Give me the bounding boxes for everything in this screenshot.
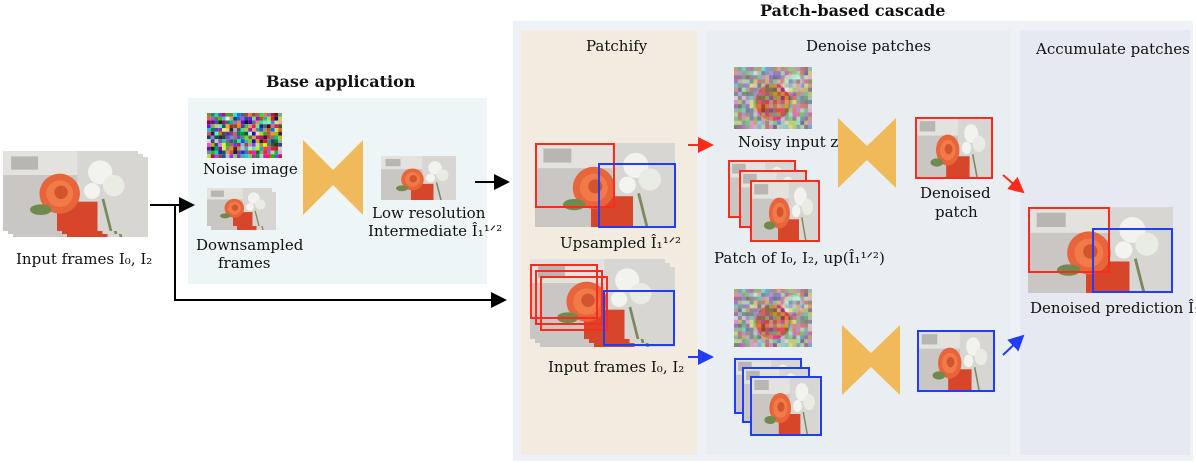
rose-photo-icon — [917, 330, 995, 392]
intermediate-label: Intermediate Î₁¹ᐟ² — [368, 222, 503, 240]
denoise-title: Denoise patches — [806, 37, 931, 55]
rose-photo-icon — [915, 117, 993, 179]
blue-patch-frame — [917, 330, 995, 392]
blue-patch-frame — [603, 290, 675, 346]
red-patch-frame — [750, 180, 820, 242]
input-frames-mid-label: Input frames I₀, I₂ — [548, 358, 685, 376]
bowtie-network-icon — [838, 118, 896, 188]
rose-photo-icon — [381, 156, 456, 200]
noisy-patch-icon — [734, 67, 812, 129]
patch-of-label: Patch of I₀, I₂, up(Î₁¹ᐟ²) — [714, 249, 885, 267]
noisy-input-label: Noisy input zₜ — [738, 133, 843, 151]
red-patch-frame — [540, 276, 608, 331]
rose-photo-icon — [3, 151, 138, 231]
bowtie-network-icon — [303, 140, 363, 215]
red-patch-frame — [535, 270, 603, 325]
cascade-title: Patch-based cascade — [760, 1, 946, 20]
patchify-title: Patchify — [586, 37, 648, 55]
blue-patch-frame — [1092, 228, 1173, 293]
denoised-prediction-label: Denoised prediction Î₁ — [1030, 299, 1196, 317]
red-patch-frame — [535, 143, 615, 208]
denoised-label: Denoised — [920, 184, 991, 202]
red-patch-frame — [1028, 207, 1110, 273]
bowtie-network-icon — [842, 325, 900, 395]
red-patch-frame — [915, 117, 993, 179]
blue-patch-frame — [598, 163, 676, 228]
rose-photo-icon — [535, 143, 675, 227]
downsampled-label: Downsampled — [196, 236, 304, 254]
noise-image-label: Noise image — [203, 160, 298, 178]
upsampled-label: Upsampled Î₁¹ᐟ² — [560, 234, 682, 252]
patchify-panel — [521, 30, 697, 455]
rose-photo-icon — [750, 180, 820, 242]
patch-label: patch — [935, 203, 978, 221]
noisy-patch-icon — [734, 289, 812, 347]
rose-photo-icon — [750, 376, 822, 436]
noise-image-icon — [207, 113, 282, 158]
low-resolution-label: Low resolution — [372, 204, 486, 222]
blue-patch-frame — [750, 376, 822, 436]
accumulate-title: Accumulate patches — [1036, 40, 1190, 58]
base-title: Base application — [266, 72, 416, 91]
input-frames-left-label: Input frames I₀, I₂ — [16, 250, 153, 268]
rose-photo-icon — [207, 188, 272, 226]
frames-label: frames — [218, 254, 271, 272]
red-patch-frame — [530, 264, 598, 319]
arrow-to-base — [150, 204, 190, 300]
